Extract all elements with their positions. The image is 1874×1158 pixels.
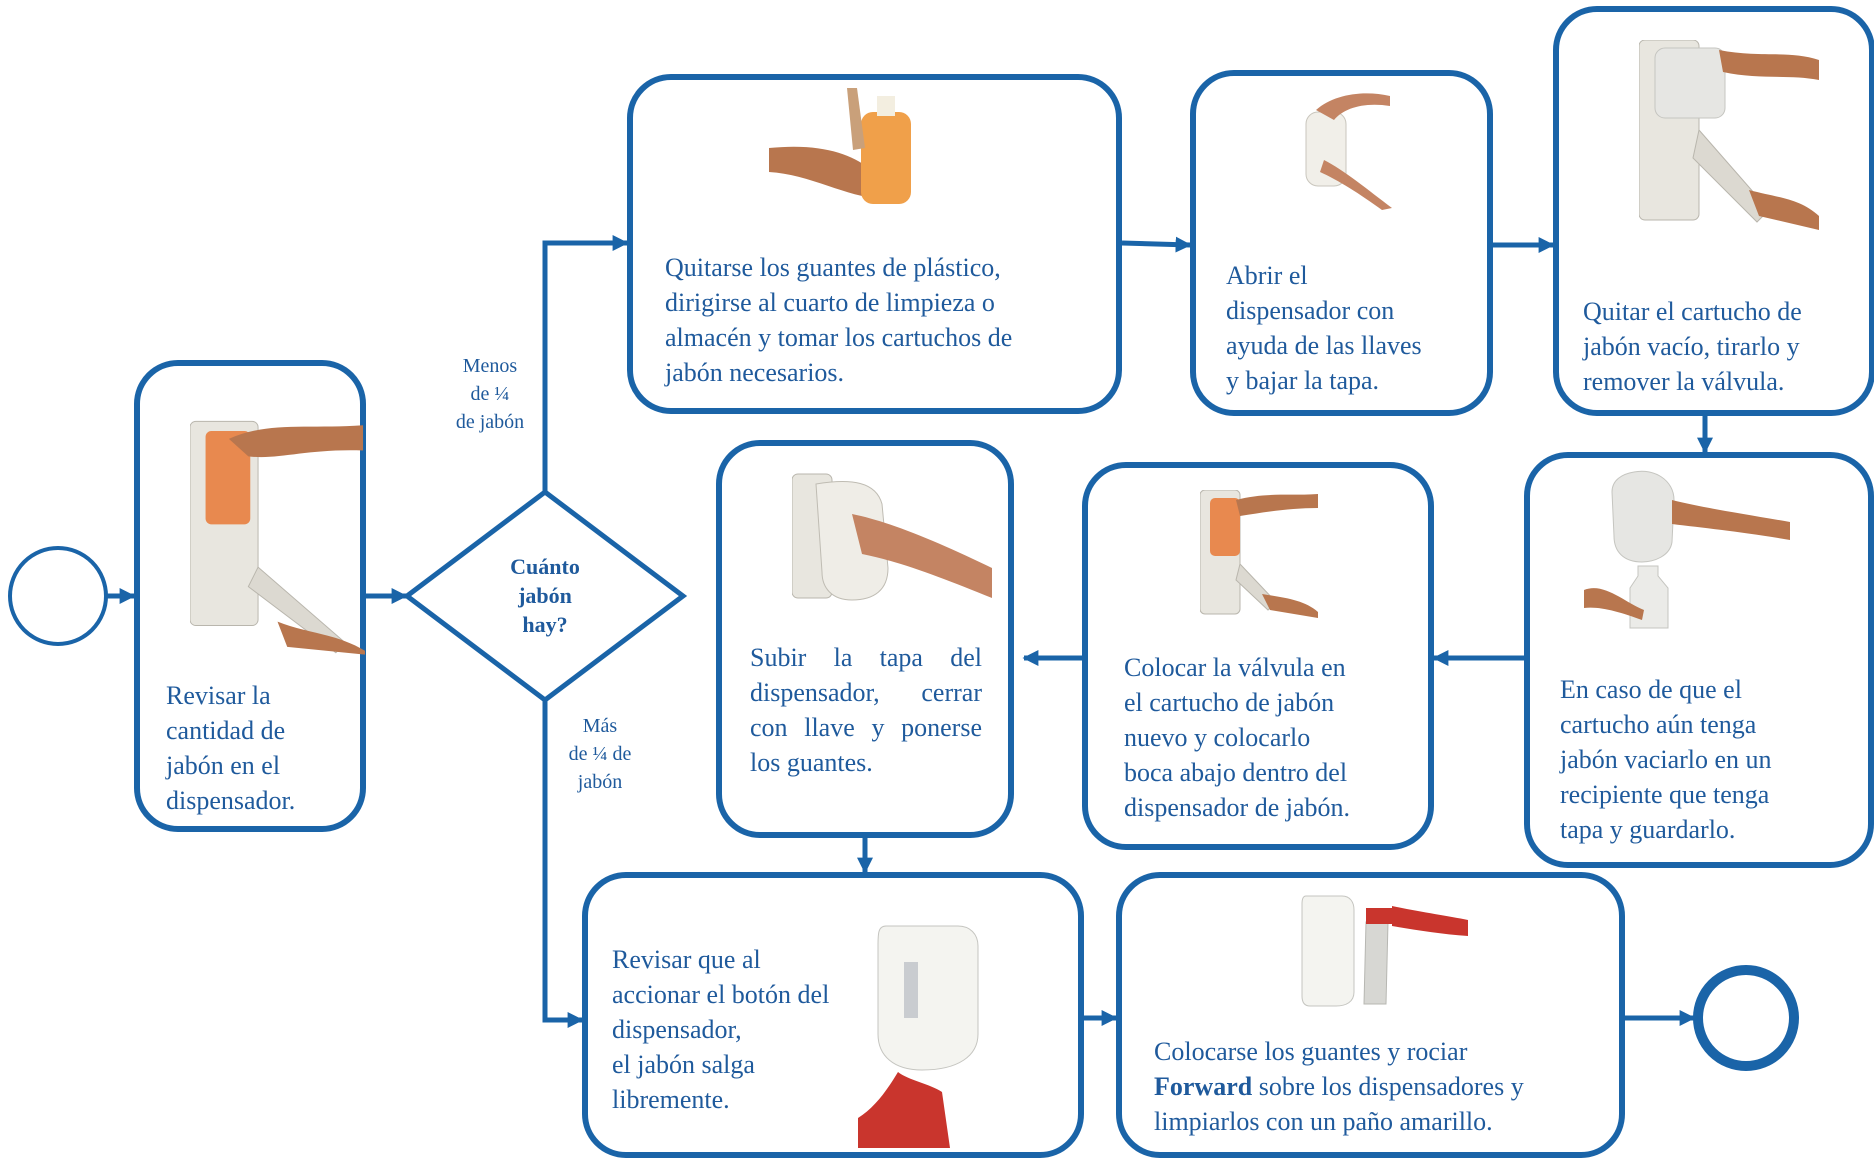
step-empty-cartridge-text: En caso de que el cartucho aún tenga jab… — [1560, 675, 1772, 844]
arrow-fetch-to-open — [1121, 236, 1192, 253]
spray-bottle-icon — [1301, 895, 1468, 1007]
dispenser-icon — [1639, 40, 1819, 230]
branch-label-more: Más de ¼ de jabón — [568, 715, 632, 793]
step-verify-button-text: Revisar que al accionar el botón del dis… — [612, 945, 830, 1114]
step-remove-cartridge-text: Quitar el cartucho de jabón vacío, tirar… — [1583, 297, 1802, 396]
step-place-valve: Colocar la válvula en el cartucho de jab… — [1082, 462, 1434, 850]
step-spray-clean-text: Colocarse los guantes y rociar Forward s… — [1154, 1034, 1624, 1139]
step-open-dispenser-text: Abrir el dispensador con ayuda de las ll… — [1226, 261, 1422, 395]
dispenser-icon — [792, 473, 992, 601]
end-event — [1693, 965, 1799, 1071]
product-name: Forward — [1154, 1072, 1253, 1101]
step-fetch-cartridges: Quitarse los guantes de plástico, dirigi… — [627, 74, 1122, 414]
step-remove-cartridge: Quitar el cartucho de jabón vacío, tirar… — [1553, 6, 1874, 416]
dispenser-icon — [1305, 93, 1392, 210]
step-close-dispenser-text: Subir la tapa del dispensador, cerrar co… — [750, 643, 982, 777]
step-check-soap: Revisar la cantidad de jabón en el dispe… — [134, 360, 366, 832]
decision-diamond — [402, 488, 688, 704]
glove-icon — [858, 925, 979, 1148]
hand-bottle-icon — [769, 88, 911, 204]
step-spray-clean: Colocarse los guantes y rociar Forward s… — [1116, 872, 1625, 1158]
spray-text-intro: Colocarse los guantes y rociar — [1154, 1037, 1468, 1066]
step-open-dispenser: Abrir el dispensador con ayuda de las ll… — [1190, 70, 1493, 416]
hand-bottle-icon — [190, 420, 365, 655]
step-fetch-cartridges-text: Quitarse los guantes de plástico, dirigi… — [665, 253, 1013, 387]
arrow-decision-to-fetch — [542, 234, 629, 492]
step-place-valve-text: Colocar la válvula en el cartucho de jab… — [1124, 653, 1351, 822]
step-verify-button: Revisar que al accionar el botón del dis… — [582, 872, 1084, 1158]
arrow-decision-to-verify — [542, 700, 584, 1029]
decision-text: Cuánto jabón hay? — [510, 554, 580, 637]
step-close-dispenser: Subir la tapa del dispensador, cerrar co… — [716, 440, 1014, 838]
step-empty-cartridge: En caso de que el cartucho aún tenga jab… — [1524, 452, 1874, 868]
dispenser-icon — [1200, 490, 1318, 618]
spray-text-rest: sobre los dispensadores y limpiarlos con… — [1154, 1072, 1524, 1136]
hand-bottle-icon — [1584, 470, 1790, 629]
start-event — [8, 546, 108, 646]
branch-label-less: Menos de ¼ de jabón — [455, 355, 525, 433]
step-check-soap-text: Revisar la cantidad de jabón en el dispe… — [166, 681, 296, 815]
